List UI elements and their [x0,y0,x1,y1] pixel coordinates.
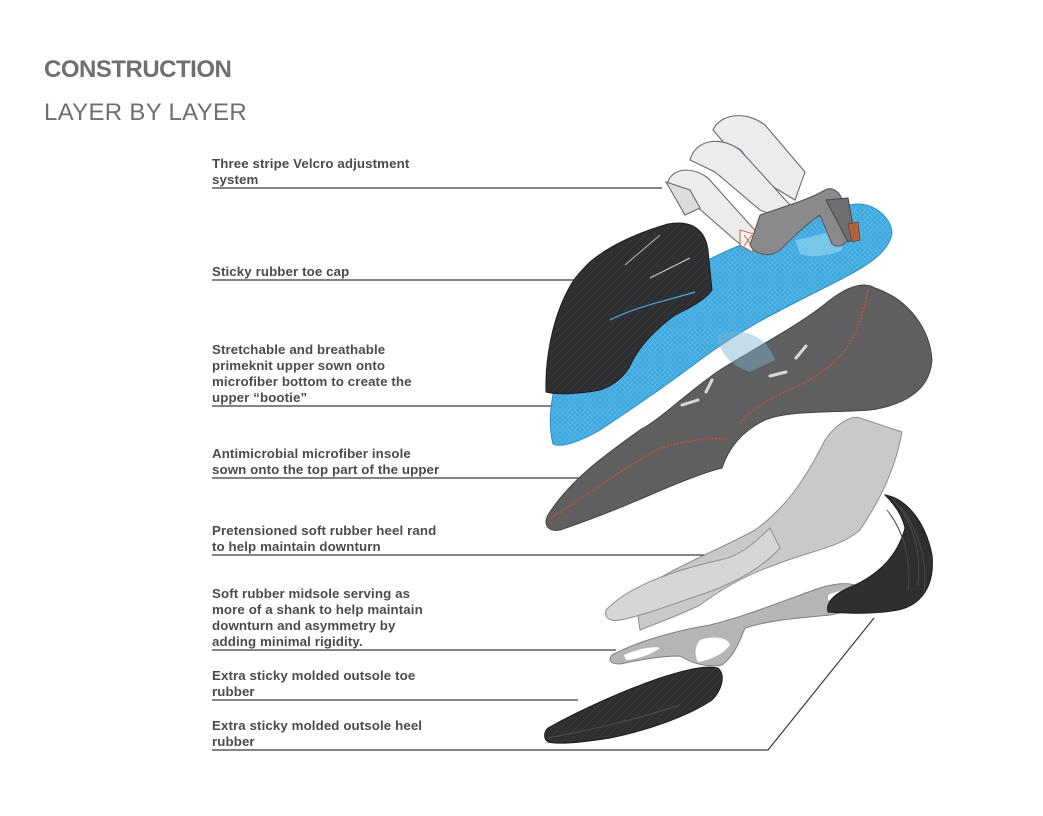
page-subtitle: LAYER BY LAYER [44,99,247,126]
page-title: CONSTRUCTION [44,56,232,83]
callout-primeknit-upper-label: Stretchable and breathable primeknit upp… [212,342,412,405]
leader-line-outsole-heel [212,617,875,751]
leader-lines [212,187,875,751]
callout-insole-label: Antimicrobial microfiber insole sown ont… [212,446,440,477]
outsole-toe-rubber [544,666,723,744]
callout-velcro-label: Three stripe Velcro adjustment system [212,156,410,187]
midsole [609,583,864,667]
callout-outsole-heel-label: Extra sticky molded outsole heel rubber [212,718,423,749]
microfiber-insole [545,284,933,531]
heel-rand [605,416,903,631]
callout-outsole-toe-label: Extra sticky molded outsole toe rubber [212,668,416,699]
toe-cap [545,222,713,395]
velcro-straps [664,115,861,256]
outsole-heel-rubber [827,494,933,614]
callout-toe-cap-label: Sticky rubber toe cap [212,264,350,279]
callout-heel-rand-label: Pretensioned soft rubber heel rand to he… [212,523,437,554]
callout-midsole-label: Soft rubber midsole serving as more of a… [212,586,423,649]
